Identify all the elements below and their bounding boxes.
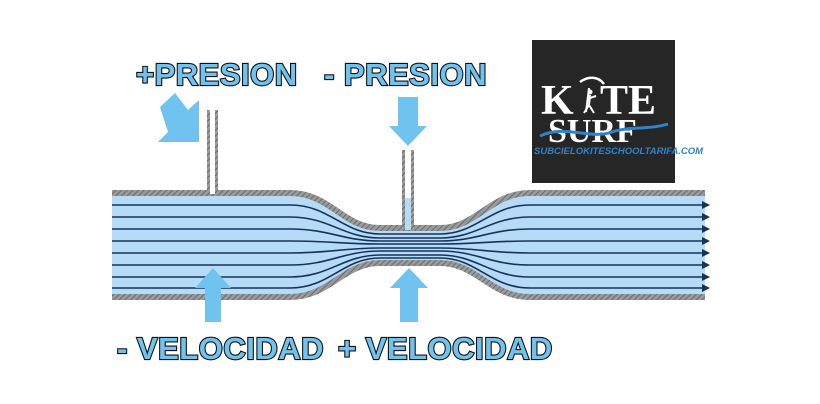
arrow-down-right-icon	[158, 93, 199, 142]
label-pressure-high: +PRESION	[136, 57, 298, 92]
streamline	[112, 228, 705, 242]
arrow-up-icon	[390, 268, 428, 322]
logo-title-rest: TE	[600, 78, 656, 124]
arrow-down-icon	[389, 97, 427, 146]
kiter-icon	[579, 76, 605, 114]
manometer-tube-low-pressure	[402, 150, 414, 230]
streamline	[112, 216, 705, 239]
streamline	[112, 247, 705, 254]
pipe-wall-bottom	[112, 260, 705, 300]
streamline	[112, 250, 705, 266]
logo-title-k: K	[541, 78, 574, 124]
flow-arrowhead-icon	[702, 201, 710, 292]
arrow-up-icon	[195, 268, 231, 322]
streamlines	[112, 204, 705, 289]
streamline	[112, 254, 705, 278]
streamline	[112, 257, 705, 289]
logo-wave	[539, 122, 669, 138]
streamline	[112, 240, 705, 245]
streamline	[112, 204, 705, 235]
label-velocity-high: + VELOCIDAD	[338, 331, 553, 366]
label-pressure-low: - PRESION	[324, 57, 487, 92]
manometer-tube-high-pressure	[207, 110, 218, 194]
kitesurf-logo: K TE SURF SUBCIELOKITESCHOOLTARIFA.COM	[532, 40, 704, 183]
label-velocity-low: - VELOCIDAD	[117, 331, 324, 366]
logo-url: SUBCIELOKITESCHOOLTARIFA.COM	[534, 146, 704, 157]
